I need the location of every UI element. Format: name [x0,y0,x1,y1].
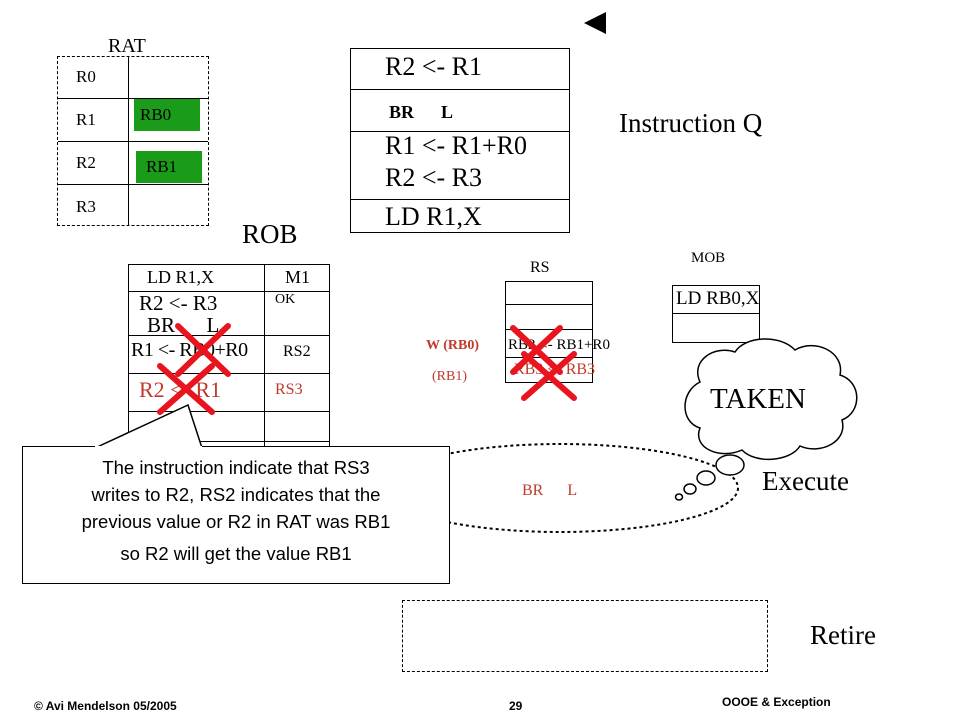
rs-entry-1: RB2 <- RB1+R0 [508,337,610,353]
footer-copyright: © Avi Mendelson 05/2005 [34,699,177,713]
callout-line-2: writes to R2, RS2 indicates that the [91,484,381,505]
rob-row-4-status: RS2 [283,343,311,360]
iq-row-3: R1 <- R1+R0 [385,131,528,160]
rob-row-5-instr: R2 <- R1 [139,377,222,402]
retire-label: Retire [810,620,876,650]
callout-line-4: so R2 will get the value RB1 [120,543,352,564]
rob-row-2-status: OK [275,292,296,307]
rob-row-5-status: RS3 [275,381,303,398]
taken-label: TAKEN [710,383,806,415]
back-arrow-icon[interactable] [582,10,608,36]
rat-reg-r2: R2 [76,153,96,172]
rs-label-rb1: (RB1) [432,369,467,384]
rob-row-3-instr: BR L [147,313,220,337]
iq-row-5: LD R1,X [385,202,482,231]
rob-row-4-instr: R1 <- RB0+R0 [131,339,248,361]
execute-content: BR L [522,482,578,499]
footer-page-number: 29 [509,699,523,713]
rob-row-1-status: M1 [285,267,311,287]
callout-line-3: previous value or R2 in RAT was RB1 [81,511,391,532]
mob-entry: LD RB0,X [676,288,760,309]
rat-value-r2: RB1 [136,151,202,183]
iq-row-4: R2 <- R3 [385,163,483,192]
rat-table: R0 R1 R2 R3 RB0 RB1 [57,56,209,226]
rs-label-w-rb0: W (RB0) [426,338,480,353]
footer-title: OOOE & Exception [722,695,831,709]
rat-title: RAT [108,35,146,57]
instruction-queue: R2 <- R1 BR L R1 <- R1+R0 R2 <- R3 LD R1… [350,48,570,233]
rs-title: RS [530,259,550,276]
rat-reg-r3: R3 [76,197,96,216]
rat-reg-r1: R1 [76,110,96,129]
callout-line-1: The instruction indicate that RS3 [102,457,370,478]
rat-reg-r0: R0 [76,67,96,86]
rat-value-r1: RB0 [134,99,200,131]
rob-title: ROB [242,219,298,249]
retire-box [402,600,768,672]
rob-row-1-instr: LD R1,X [147,267,214,287]
rob-row-2-instr: R2 <- R3 [139,291,218,315]
iq-row-1: R2 <- R1 [385,52,483,81]
iq-row-2: BR L [389,102,454,122]
rs-entry-2: RB3 <- RB3 [514,361,596,378]
instruction-q-label: Instruction Q [619,108,763,138]
explanation-callout: The instruction indicate that RS3 writes… [22,446,450,584]
execute-label: Execute [762,466,849,496]
mob-title: MOB [691,250,726,266]
rob-table: LD R1,X M1 R2 <- R3 OK BR L R1 <- RB0+R0… [128,264,330,474]
